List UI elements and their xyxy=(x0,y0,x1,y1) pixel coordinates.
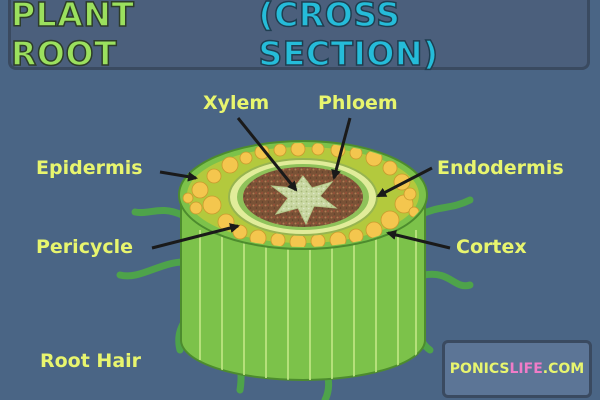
pointer-arrows xyxy=(151,117,451,250)
brand-part-3: .COM xyxy=(542,361,585,377)
cortex-cells xyxy=(182,143,420,247)
label-cortex: Cortex xyxy=(456,236,527,258)
brand-part-2: LIFE xyxy=(509,361,543,377)
label-root-hair: Root Hair xyxy=(40,350,142,372)
root-hair xyxy=(131,206,186,219)
label-pericycle: Pericycle xyxy=(36,236,134,258)
cortex-arrow xyxy=(386,230,451,250)
root-hair xyxy=(116,258,188,280)
brand-part-1: PONICS xyxy=(449,361,510,377)
phloem-arrow xyxy=(331,117,352,180)
root-hair xyxy=(416,196,474,219)
title-subtitle: (CROSS SECTION) xyxy=(258,0,439,73)
label-endodermis: Endodermis xyxy=(437,157,564,179)
xylem-arrow xyxy=(236,117,298,192)
label-phloem: Phloem xyxy=(318,92,398,114)
title-banner: PLANT ROOT (CROSS SECTION) xyxy=(8,0,590,73)
pericycle-arrow xyxy=(151,223,240,250)
root-hair xyxy=(420,270,474,290)
endodermis-arrow xyxy=(376,166,433,198)
label-epidermis: Epidermis xyxy=(36,157,143,179)
title-main: PLANT ROOT xyxy=(10,0,135,73)
label-xylem: Xylem xyxy=(203,92,270,114)
epidermis-arrow xyxy=(159,170,198,182)
